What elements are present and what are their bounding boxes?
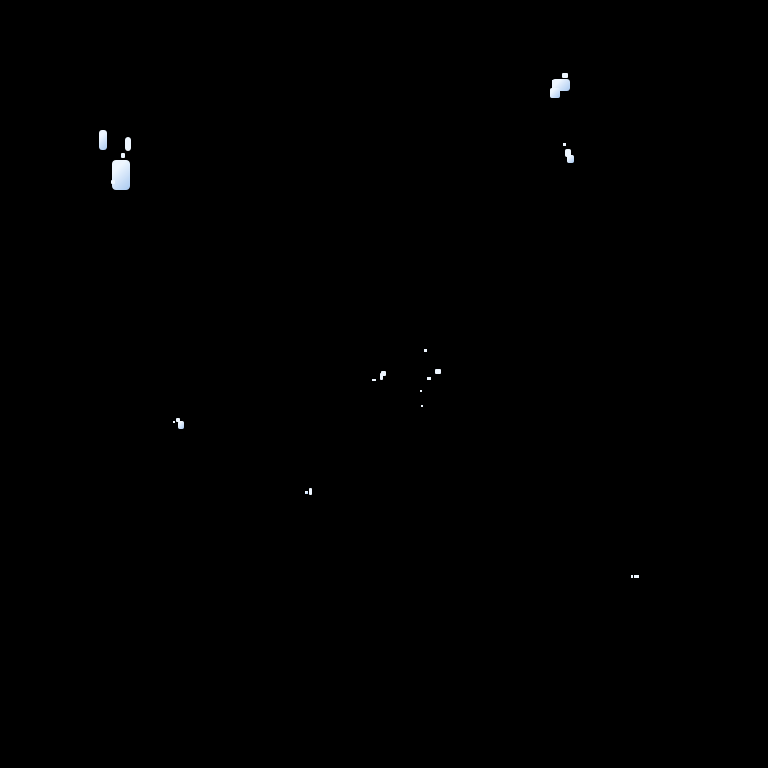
speckle-blob: [381, 371, 386, 376]
speckle-blob: [176, 418, 180, 422]
speckle-blob: [427, 377, 431, 380]
speckle-blob: [563, 143, 566, 146]
speckle-blob: [421, 405, 423, 407]
speckle-blob: [420, 390, 422, 392]
speckle-blob: [567, 155, 574, 163]
speckle-blob: [111, 180, 115, 184]
speckle-blob: [565, 149, 571, 157]
speckle-blob: [305, 491, 308, 494]
speckle-blob: [173, 421, 175, 423]
speckle-blob: [552, 80, 555, 83]
speckle-blob: [634, 575, 639, 578]
speckle-blob: [309, 488, 312, 495]
speckle-blob: [424, 349, 427, 352]
speckle-blob: [121, 153, 125, 158]
speckle-blob: [99, 130, 107, 150]
speckle-blob: [372, 379, 376, 381]
speckle-blob: [631, 575, 633, 578]
speckle-blob: [435, 369, 441, 374]
speckle-blob: [112, 160, 130, 190]
speckle-blob: [550, 88, 560, 98]
speckle-blob: [178, 421, 184, 429]
speckle-blob: [125, 137, 131, 151]
speckle-blob: [562, 73, 568, 78]
speckle-blob: [380, 373, 383, 380]
